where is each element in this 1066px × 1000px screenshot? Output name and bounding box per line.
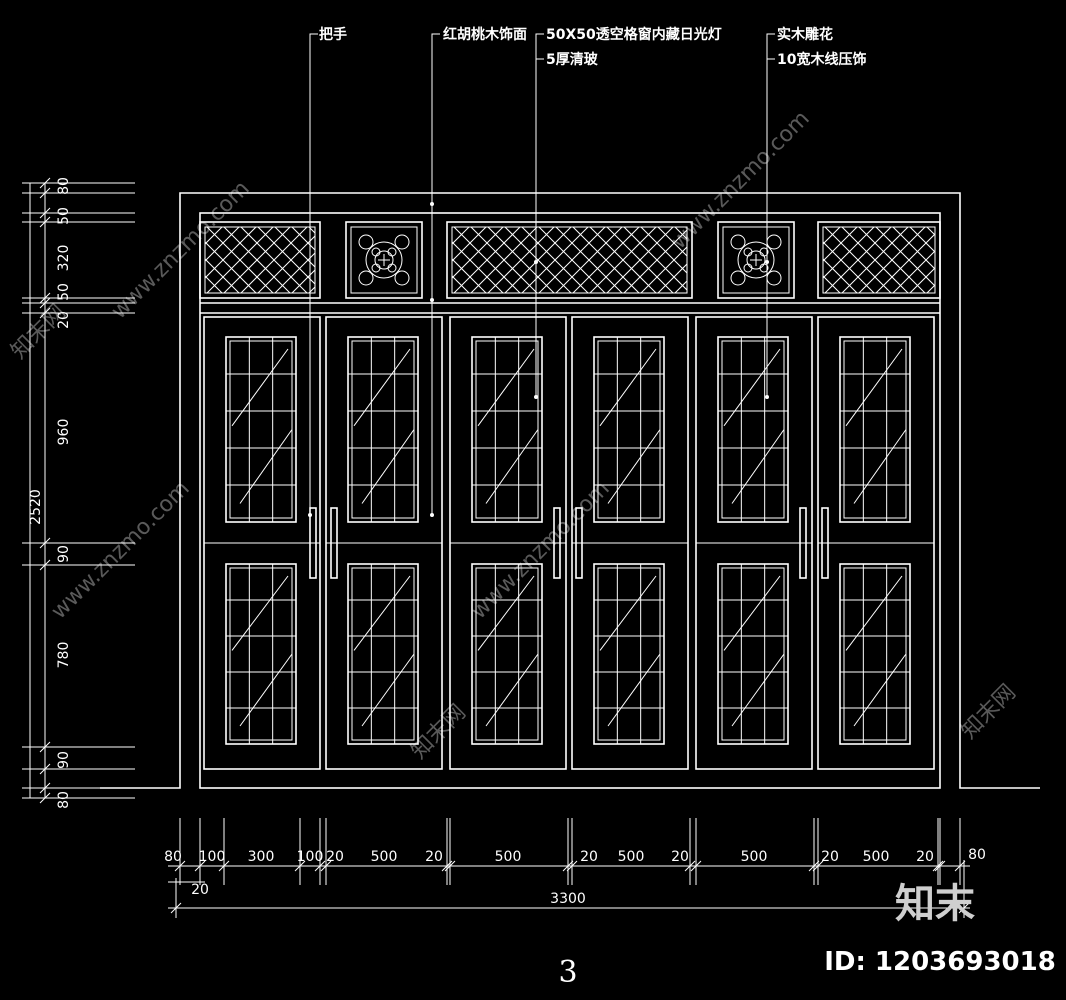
dim-h-seg: 500 [618, 849, 645, 865]
transom-panels [199, 221, 941, 299]
dim-h-seg: 20 [580, 849, 598, 865]
carving-ornaments [358, 234, 782, 286]
handle [309, 507, 317, 579]
label-carving: 实木雕花 [777, 26, 833, 43]
handle [821, 507, 829, 579]
handle [575, 507, 583, 579]
label-molding: 10宽木线压饰 [777, 51, 866, 68]
lattice-pattern [205, 227, 935, 293]
door-leaf [817, 316, 935, 770]
watermark-text: www.znzmo.com [667, 106, 815, 254]
watermark-id: ID: 1203693018 [824, 947, 1056, 977]
dim-v-seg: 90 [56, 545, 72, 563]
watermark-brand: 知末网 [7, 300, 71, 364]
dim-v-seg: 80 [56, 177, 72, 195]
door-outer-frame [100, 192, 1040, 789]
watermark-logo: 知末 [895, 881, 975, 927]
handle [553, 507, 561, 579]
dim-v-seg: 320 [56, 245, 72, 272]
dim-h-seg: 100 [297, 849, 324, 865]
dim-h-below: 20 [191, 882, 209, 898]
sheet-number: 3 [558, 955, 577, 990]
watermark-brand: 知末网 [407, 700, 471, 764]
dim-h-seg: 20 [671, 849, 689, 865]
handle [330, 507, 338, 579]
carving-ornament [730, 234, 782, 286]
horizontal-dimension-chain: 80 100 300 100 20 500 20 500 20 500 20 5… [164, 818, 986, 918]
dim-v-seg: 20 [56, 311, 72, 329]
dim-h-seg: 300 [248, 849, 275, 865]
door-leaves [203, 316, 935, 770]
dim-v-seg: 50 [56, 283, 72, 301]
watermark-brand: 知末网 [957, 680, 1021, 744]
dim-h-seg: 500 [863, 849, 890, 865]
dim-h-seg: 20 [916, 849, 934, 865]
dim-v-seg: 90 [56, 751, 72, 769]
label-walnut-face: 红胡桃木饰面 [443, 26, 527, 43]
vertical-dimension-chain: 2520 80 50 320 50 20 960 90 780 90 80 [22, 177, 135, 809]
carving-ornament [358, 234, 410, 286]
watermark-layer: www.znzmo.com www.znzmo.com www.znzmo.co… [7, 106, 1021, 764]
label-handle: 把手 [319, 26, 347, 43]
label-glass: 5厚清玻 [546, 51, 599, 68]
dim-v-seg: 80 [56, 791, 72, 809]
door-leaf [695, 316, 813, 770]
dim-h-seg: 80 [164, 849, 182, 865]
annotation-labels: 把手 红胡桃木饰面 50X50透空格窗内藏日光灯 5厚清玻 实木雕花 10宽木线… [319, 26, 866, 68]
dim-h-seg: 100 [199, 849, 226, 865]
handle [799, 507, 807, 579]
door-handles [309, 507, 829, 579]
dim-h-seg: 20 [425, 849, 443, 865]
dim-v-seg: 780 [56, 642, 72, 669]
dim-v-seg: 50 [56, 207, 72, 225]
dim-h-seg: 80 [968, 847, 986, 863]
door-leaf [571, 316, 689, 770]
label-lattice-light: 50X50透空格窗内藏日光灯 [546, 26, 722, 43]
door-leaf [325, 316, 443, 770]
leader-lines [308, 33, 775, 517]
dim-v-seg: 960 [56, 419, 72, 446]
dim-total-height: 2520 [28, 489, 44, 525]
dim-h-seg: 500 [495, 849, 522, 865]
door-leaf [203, 316, 321, 770]
watermark-text: www.znzmo.com [467, 476, 615, 624]
dim-h-seg: 20 [326, 849, 344, 865]
dim-h-seg: 500 [741, 849, 768, 865]
dim-h-seg: 500 [371, 849, 398, 865]
dim-total-width: 3300 [550, 891, 586, 907]
door-leaf [449, 316, 567, 770]
dim-h-seg: 20 [821, 849, 839, 865]
